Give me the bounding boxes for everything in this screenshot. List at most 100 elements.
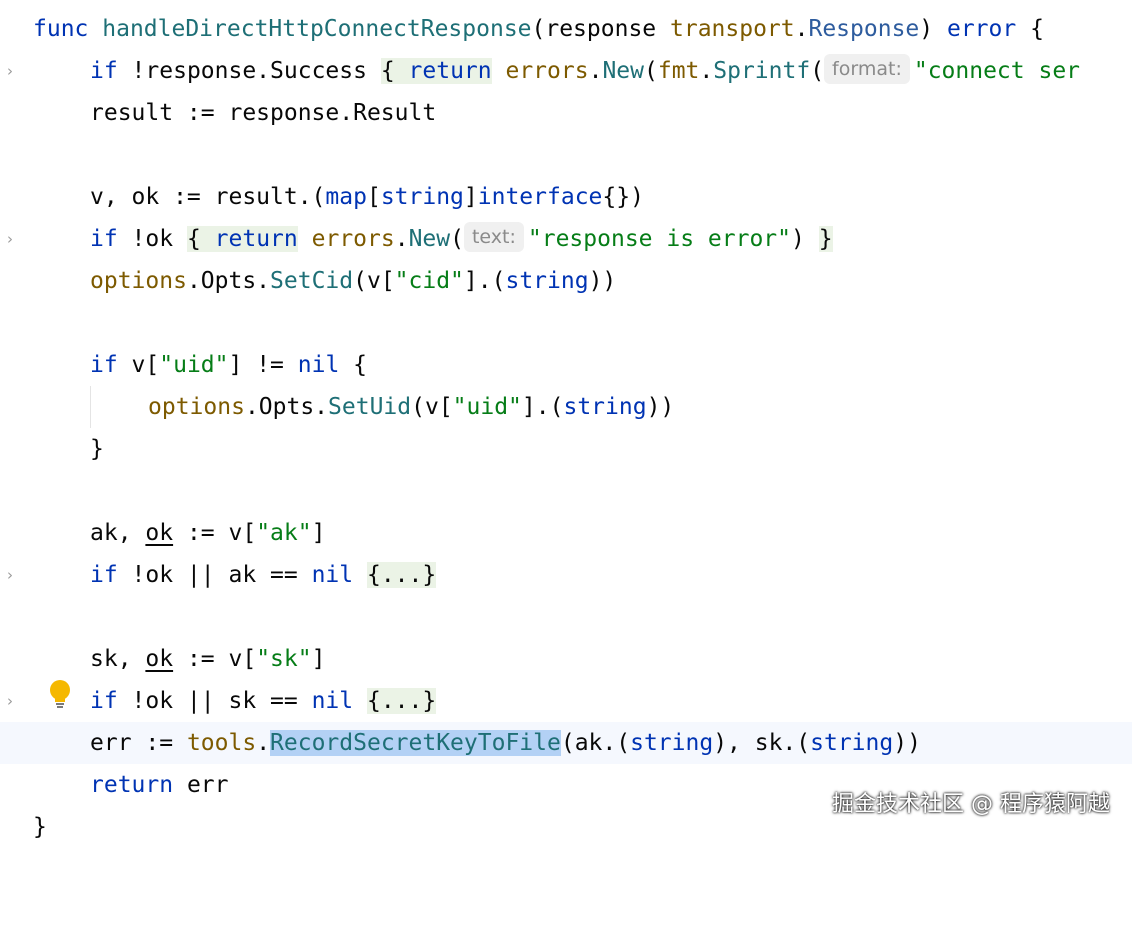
token-function: SetCid bbox=[270, 268, 354, 294]
token-plain: ( bbox=[450, 226, 464, 252]
token-keyword: return bbox=[90, 772, 174, 798]
code-line-current[interactable]: err := tools.RecordSecretKeyToFile(ak.(s… bbox=[0, 722, 1132, 764]
token-keyword: return bbox=[408, 58, 492, 84]
code-editor[interactable]: func handleDirectHttpConnectResponse(res… bbox=[0, 0, 1132, 840]
token-plain: sk, bbox=[90, 646, 146, 672]
code-content: if !ok || sk == nil {...} bbox=[90, 680, 437, 722]
token-plain: (ak.( bbox=[560, 730, 631, 756]
code-line[interactable]: v, ok := result.(map[string]interface{}) bbox=[0, 176, 1132, 218]
token-plain: ].( bbox=[463, 268, 506, 294]
code-line[interactable]: › if !ok || sk == nil {...} bbox=[0, 680, 1132, 722]
code-line[interactable]: options.Opts.SetCid(v["cid"].(string)) bbox=[0, 260, 1132, 302]
token-function: New bbox=[408, 226, 451, 252]
folded-region[interactable]: {...} bbox=[366, 562, 437, 588]
folded-region-end[interactable]: } bbox=[818, 226, 833, 252]
token-plain: )) bbox=[646, 394, 675, 420]
folded-region[interactable]: { return bbox=[380, 58, 492, 84]
token-string: "sk" bbox=[256, 646, 312, 672]
token-package: options bbox=[148, 394, 245, 420]
token-plain: err := bbox=[90, 730, 187, 756]
token-plain: . bbox=[394, 226, 409, 252]
code-line[interactable]: func handleDirectHttpConnectResponse(res… bbox=[0, 8, 1132, 50]
token-keyword: func bbox=[33, 16, 89, 42]
code-content: options.Opts.SetUid(v["uid"].(string)) bbox=[148, 386, 674, 428]
token-space bbox=[395, 58, 409, 84]
gutter: › bbox=[0, 554, 30, 596]
chevron-right-icon[interactable]: › bbox=[7, 692, 13, 710]
code-line[interactable]: › if !response.Success { return errors.N… bbox=[0, 50, 1132, 92]
token-plain: ] bbox=[463, 184, 478, 210]
token-string: "connect ser bbox=[913, 58, 1081, 84]
token-keyword: if bbox=[90, 226, 118, 252]
code-line[interactable]: › if !ok || ak == nil {...} bbox=[0, 554, 1132, 596]
token-space bbox=[298, 226, 312, 252]
token-function: New bbox=[602, 58, 644, 84]
code-content: err := tools.RecordSecretKeyToFile(ak.(s… bbox=[90, 722, 921, 764]
code-line[interactable]: sk, ok := v["sk"] bbox=[0, 638, 1132, 680]
token-package: options bbox=[90, 268, 187, 294]
token-keyword: nil bbox=[311, 562, 354, 588]
token-plain: (response bbox=[531, 16, 670, 42]
watermark: 掘金技术社区 @ 程序猿阿越 bbox=[832, 792, 1110, 817]
code-line[interactable]: } bbox=[0, 428, 1132, 470]
token-package: tools bbox=[186, 730, 257, 756]
token-plain: {}) bbox=[602, 184, 644, 210]
token-keyword: map bbox=[325, 184, 367, 210]
token-plain: ( bbox=[643, 58, 658, 84]
token-plain: . bbox=[699, 58, 714, 84]
token-plain: { bbox=[339, 352, 367, 378]
token-keyword: if bbox=[90, 688, 118, 714]
lightbulb-icon[interactable] bbox=[48, 679, 72, 711]
token-keyword: string bbox=[563, 394, 647, 420]
token-keyword: if bbox=[90, 58, 118, 84]
token-plain: ) bbox=[791, 226, 819, 252]
code-content: return err bbox=[90, 764, 228, 806]
token-type: Response bbox=[808, 16, 920, 42]
code-content: } bbox=[90, 436, 104, 462]
code-line[interactable]: } bbox=[0, 806, 1132, 848]
chevron-right-icon[interactable]: › bbox=[7, 566, 13, 584]
token-keyword: string bbox=[380, 184, 464, 210]
token-unused-variable[interactable]: ok bbox=[145, 520, 174, 546]
token-string: "ak" bbox=[256, 520, 312, 546]
code-line[interactable]: options.Opts.SetUid(v["uid"].(string)) bbox=[0, 386, 1132, 428]
gutter: › bbox=[0, 50, 30, 92]
code-content: } bbox=[33, 814, 47, 840]
code-content: ak, ok := v["ak"] bbox=[90, 512, 325, 554]
token-plain: . bbox=[588, 58, 603, 84]
token-string: "uid" bbox=[159, 352, 229, 378]
token-plain: . bbox=[256, 730, 271, 756]
code-line[interactable]: if v["uid"] != nil { bbox=[0, 344, 1132, 386]
token-package: transport bbox=[670, 16, 795, 42]
indent-guide bbox=[90, 386, 91, 428]
code-line[interactable]: return err bbox=[0, 764, 1132, 806]
code-content: func handleDirectHttpConnectResponse(res… bbox=[33, 8, 1044, 50]
token-plain: ] bbox=[311, 646, 326, 672]
token-function: SetUid bbox=[328, 394, 412, 420]
token-string: "uid" bbox=[452, 394, 522, 420]
code-line[interactable]: › if !ok { return errors.New(text:"respo… bbox=[0, 218, 1132, 260]
token-plain: !ok || ak == bbox=[117, 562, 312, 588]
code-line[interactable]: ak, ok := v["ak"] bbox=[0, 512, 1132, 554]
token-brace: { bbox=[380, 58, 395, 84]
token-keyword: nil bbox=[311, 688, 354, 714]
token-unused-variable[interactable]: ok bbox=[145, 646, 174, 672]
code-content: if v["uid"] != nil { bbox=[90, 344, 367, 386]
gutter: › bbox=[0, 680, 30, 722]
token-brace: { bbox=[186, 226, 201, 252]
gutter: › bbox=[0, 218, 30, 260]
token-plain: { bbox=[1016, 16, 1044, 42]
code-line[interactable]: result := response.Result bbox=[0, 92, 1132, 134]
token-plain: !ok bbox=[117, 226, 187, 252]
token-plain: (v[ bbox=[353, 268, 395, 294]
token-plain: !ok || sk == bbox=[117, 688, 312, 714]
folded-region[interactable]: { return bbox=[186, 226, 298, 252]
folded-region[interactable]: {...} bbox=[366, 688, 437, 714]
chevron-right-icon[interactable]: › bbox=[7, 62, 13, 80]
code-content: if !ok { return errors.New(text:"respons… bbox=[90, 218, 833, 260]
code-content: sk, ok := v["sk"] bbox=[90, 638, 325, 680]
token-package: errors bbox=[311, 226, 395, 252]
chevron-right-icon[interactable]: › bbox=[7, 230, 13, 248]
token-function-selected[interactable]: RecordSecretKeyToFile bbox=[270, 730, 561, 756]
token-plain: [ bbox=[366, 184, 381, 210]
